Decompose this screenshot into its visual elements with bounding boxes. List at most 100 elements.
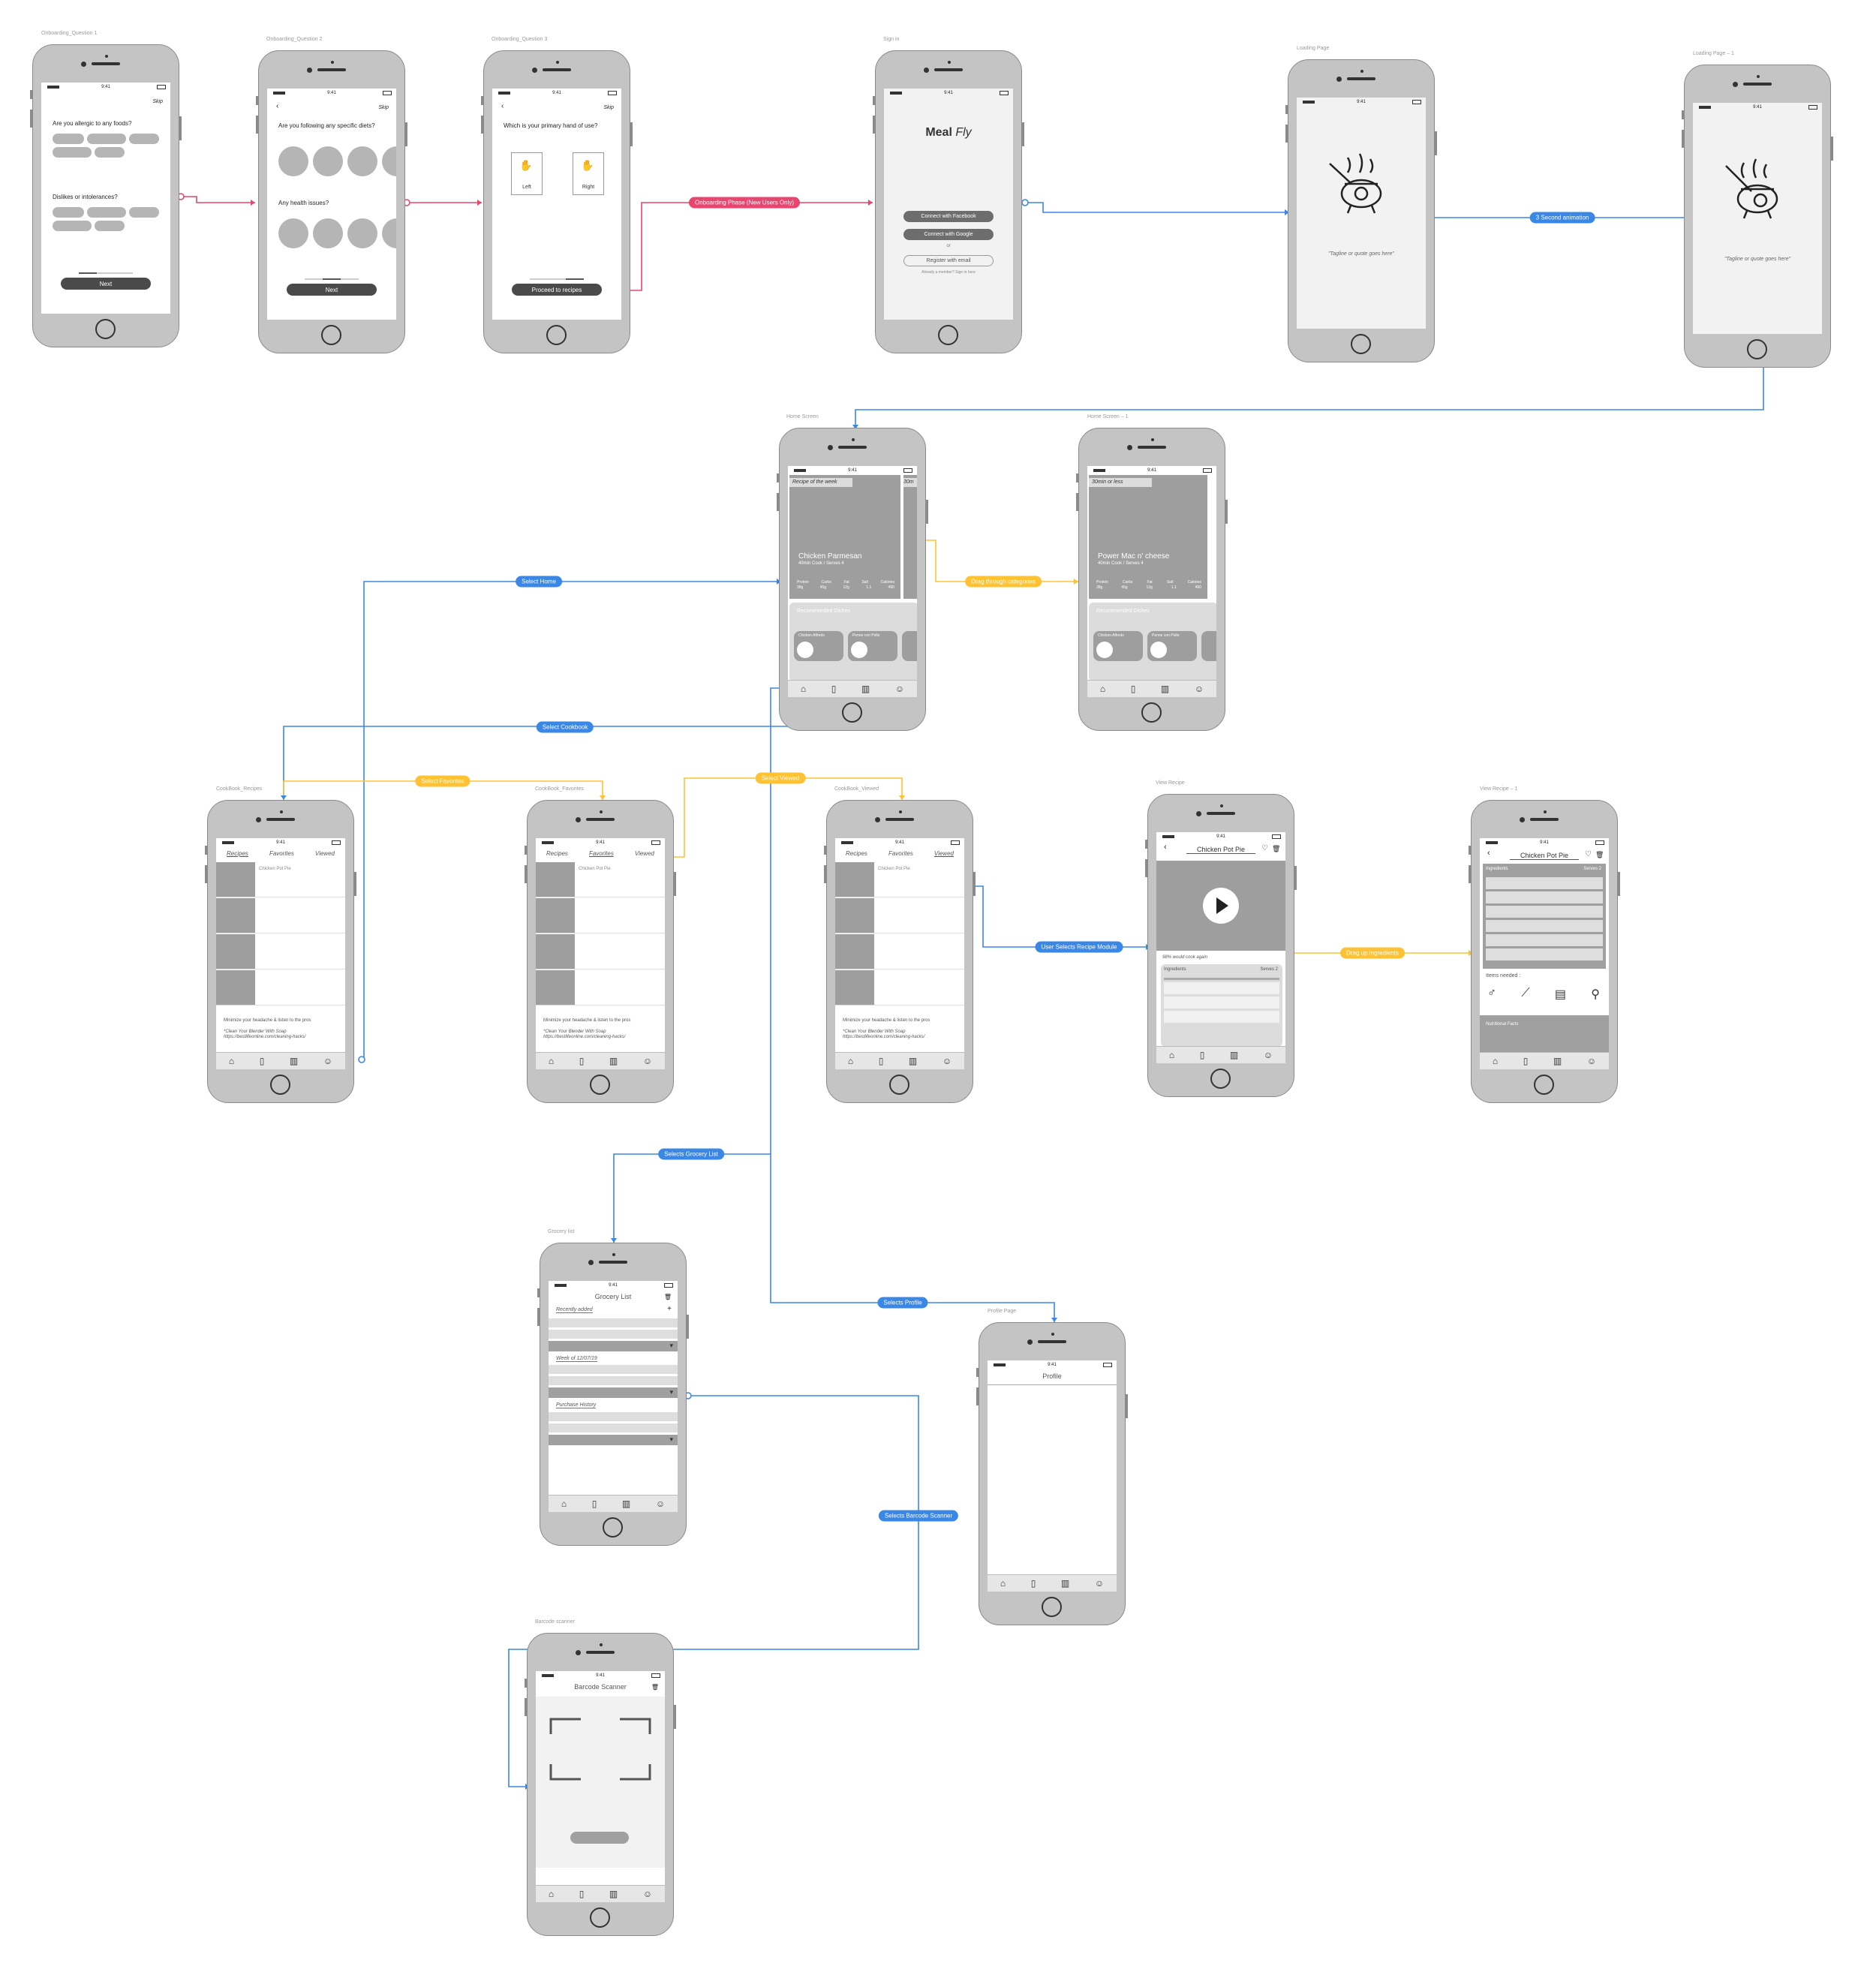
recommended-card[interactable] [902, 631, 917, 661]
option-pill[interactable] [87, 134, 126, 144]
option-pill[interactable] [95, 147, 125, 158]
home-icon[interactable]: ⌂ [228, 1056, 235, 1066]
option-pill[interactable] [53, 207, 84, 218]
list-item[interactable] [835, 970, 964, 1006]
health-option[interactable] [347, 218, 377, 248]
tab-favorites[interactable]: Favorites [269, 850, 294, 857]
home-icon[interactable]: ⌂ [847, 1056, 854, 1066]
option-pill[interactable] [53, 134, 84, 144]
home-icon[interactable]: ⌂ [800, 684, 807, 694]
cookbook-icon[interactable]: ▯ [1130, 684, 1136, 694]
chevron-down-icon[interactable]: ▾ [669, 1342, 673, 1349]
recipe-of-week-card[interactable]: Recipe of the week Chicken Parmesan 40mi… [789, 475, 900, 599]
heart-icon[interactable]: ♡ [1261, 844, 1268, 852]
profile-chef-icon[interactable]: ☺ [642, 1889, 653, 1899]
collapse-bar[interactable]: ▾ [549, 1387, 678, 1398]
profile-chef-icon[interactable]: ☺ [323, 1056, 333, 1066]
grocery-icon[interactable]: ▥ [861, 684, 870, 694]
list-item[interactable] [835, 934, 964, 969]
tab-recipes[interactable]: Recipes [227, 850, 248, 857]
cookbook-icon[interactable]: ▯ [579, 1056, 585, 1066]
grocery-icon[interactable]: ▥ [621, 1499, 631, 1509]
skip-link[interactable]: Skip [378, 105, 389, 110]
diet-option[interactable] [278, 146, 308, 176]
collapse-bar[interactable]: ▾ [549, 1341, 678, 1351]
cookbook-icon[interactable]: ▯ [1199, 1050, 1205, 1060]
home-icon[interactable]: ⌂ [1099, 684, 1106, 694]
option-pill[interactable] [53, 221, 92, 231]
list-item[interactable]: Chicken Pot Pie [835, 862, 964, 897]
health-option[interactable] [313, 218, 343, 248]
skip-link[interactable]: Skip [152, 99, 163, 104]
add-icon[interactable]: + [667, 1305, 672, 1313]
profile-chef-icon[interactable]: ☺ [1194, 684, 1204, 694]
cookbook-icon[interactable]: ▯ [831, 684, 837, 694]
cookbook-icon[interactable]: ▯ [579, 1889, 585, 1899]
nutrition-facts-panel[interactable]: Nutritional Facts [1480, 1015, 1609, 1053]
home-icon[interactable]: ⌂ [1168, 1050, 1175, 1060]
list-item[interactable] [216, 934, 345, 969]
diet-option[interactable] [382, 146, 396, 176]
chevron-down-icon[interactable]: ▾ [669, 1435, 673, 1443]
facebook-button[interactable]: Connect with Facebook [903, 211, 994, 222]
list-item[interactable]: Chicken Pot Pie [216, 862, 345, 897]
grocery-icon[interactable]: ▥ [289, 1056, 299, 1066]
home-icon[interactable]: ⌂ [561, 1499, 567, 1509]
recommended-card[interactable]: Penne con Pollo [848, 631, 897, 661]
recommended-card[interactable]: Chicken Alfredo [1093, 631, 1143, 661]
heart-icon[interactable]: ♡ [1585, 850, 1592, 858]
list-item[interactable] [536, 934, 665, 969]
tab-recipes[interactable]: Recipes [846, 850, 867, 857]
left-hand-option[interactable]: ✋ Left [511, 152, 543, 195]
home-icon[interactable]: ⌂ [548, 1056, 555, 1066]
trash-icon[interactable]: 🗑 [651, 1684, 659, 1691]
cookbook-icon[interactable]: ▯ [1030, 1578, 1036, 1589]
option-pill[interactable] [95, 221, 125, 231]
trash-icon[interactable]: 🗑 [1272, 845, 1281, 852]
chevron-down-icon[interactable]: ▾ [669, 1388, 673, 1396]
skip-link[interactable]: Skip [603, 105, 614, 110]
back-chevron-icon[interactable]: ‹ [501, 102, 504, 110]
cookbook-icon[interactable]: ▯ [591, 1499, 597, 1509]
sign-in-link[interactable]: Already a member? Sign in here [921, 270, 976, 275]
tip-link[interactable]: https://bestlifeonline.com/cleaning-hack… [843, 1035, 925, 1039]
list-item[interactable] [536, 970, 665, 1006]
profile-chef-icon[interactable]: ☺ [642, 1056, 653, 1066]
camera-viewfinder[interactable] [536, 1697, 665, 1868]
tab-favorites[interactable]: Favorites [588, 850, 614, 857]
register-email-button[interactable]: Register with email [903, 255, 994, 266]
video-player[interactable] [1156, 861, 1285, 951]
list-item[interactable]: Chicken Pot Pie [536, 862, 665, 897]
option-pill[interactable] [87, 207, 126, 218]
recommended-card[interactable] [1201, 631, 1216, 661]
profile-chef-icon[interactable]: ☺ [655, 1499, 666, 1509]
back-chevron-icon[interactable]: ‹ [1164, 843, 1167, 852]
home-icon[interactable]: ⌂ [1000, 1578, 1006, 1589]
list-item[interactable] [536, 898, 665, 933]
trash-icon[interactable]: 🗑 [1595, 851, 1604, 858]
profile-chef-icon[interactable]: ☺ [1094, 1578, 1105, 1589]
profile-chef-icon[interactable]: ☺ [1586, 1056, 1597, 1066]
tip-link[interactable]: https://bestlifeonline.com/cleaning-hack… [543, 1035, 626, 1039]
collapse-bar[interactable]: ▾ [549, 1435, 678, 1445]
grocery-icon[interactable]: ▥ [908, 1056, 918, 1066]
right-hand-option[interactable]: ✋ Right [573, 152, 604, 195]
google-button[interactable]: Connect with Google [903, 229, 994, 240]
profile-chef-icon[interactable]: ☺ [894, 684, 905, 694]
ingredients-sheet[interactable]: Ingredients Serves 2 [1161, 964, 1282, 1047]
profile-chef-icon[interactable]: ☺ [942, 1056, 952, 1066]
cookbook-icon[interactable]: ▯ [878, 1056, 884, 1066]
diet-option[interactable] [347, 146, 377, 176]
next-button[interactable]: Next [61, 278, 151, 290]
back-chevron-icon[interactable]: ‹ [276, 102, 279, 110]
list-item[interactable] [216, 898, 345, 933]
health-option[interactable] [278, 218, 308, 248]
grocery-icon[interactable]: ▥ [1553, 1056, 1562, 1066]
health-option[interactable] [382, 218, 396, 248]
grocery-icon[interactable]: ▥ [1060, 1578, 1070, 1589]
home-icon[interactable]: ⌂ [1492, 1056, 1499, 1066]
option-pill[interactable] [129, 134, 159, 144]
grocery-icon[interactable]: ▥ [1229, 1050, 1239, 1060]
tip-link[interactable]: https://bestlifeonline.com/cleaning-hack… [224, 1035, 306, 1039]
category-card[interactable]: 30min or less Power Mac n' cheese 40min … [1089, 475, 1207, 599]
